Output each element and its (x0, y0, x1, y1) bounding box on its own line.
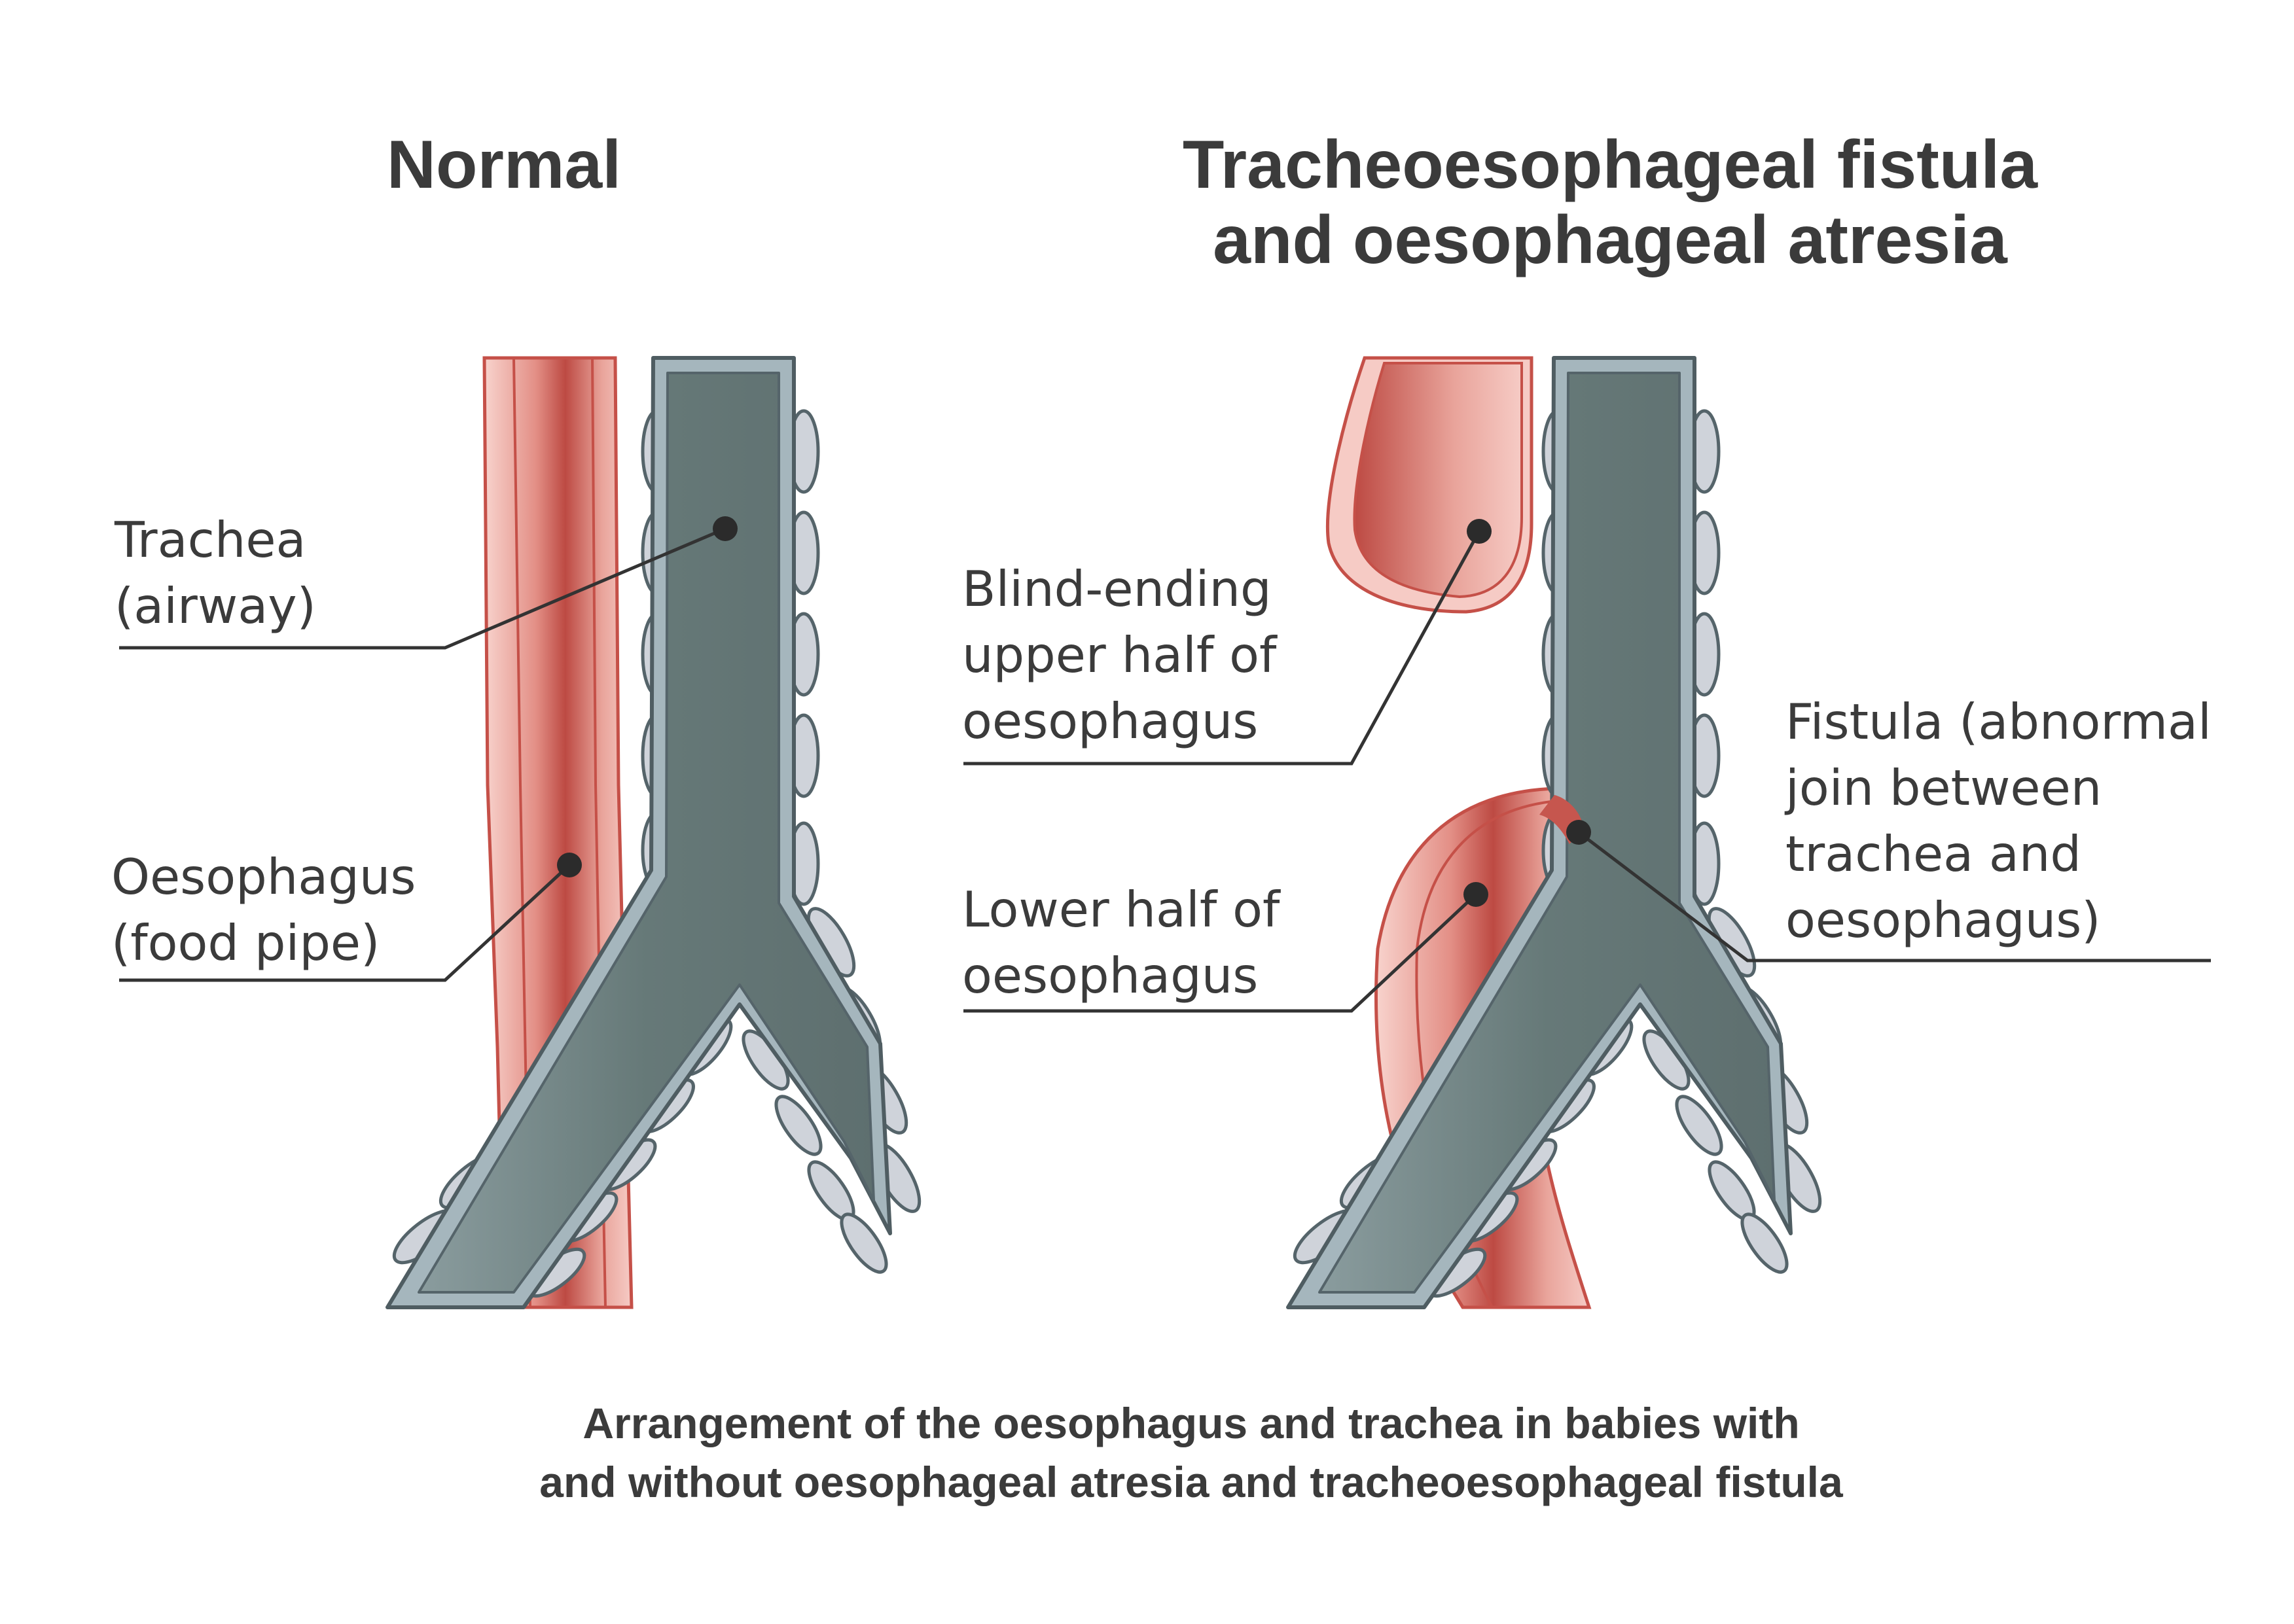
trachea-label-line-2: (airway) (115, 573, 316, 639)
upper-half-label-line-3: oesophagus (962, 688, 1276, 754)
upper-half-label: Blind-ending upper half of oesophagus (962, 556, 1276, 754)
upper-half-label-line-1: Blind-ending (962, 556, 1276, 622)
fistula-label: Fistula (abnormal join between trachea a… (1785, 689, 2212, 953)
condition-title-line-2: and oesophageal atresia (1113, 203, 2107, 278)
normal-trachea (387, 358, 928, 1307)
normal-title: Normal (275, 128, 733, 203)
condition-title-line-1: Tracheoesophageal fistula (1113, 128, 2107, 203)
trachea-label-line-1: Trachea (115, 507, 316, 573)
oesophagus-marker-dot (557, 853, 582, 877)
trachea-marker-dot (713, 516, 738, 541)
condition-title: Tracheoesophageal fistula and oesophagea… (1113, 128, 2107, 278)
fistula-label-line-3: trachea and (1785, 821, 2212, 887)
lower-half-label: Lower half of oesophagus (962, 877, 1280, 1009)
oesophagus-label-line-1: Oesophagus (111, 844, 416, 910)
figure-caption: Arrangement of the oesophagus and trache… (327, 1394, 2055, 1511)
fistula-label-line-1: Fistula (abnormal (1785, 689, 2212, 755)
upper-half-marker-dot (1467, 519, 1492, 544)
trachea-label: Trachea (airway) (115, 507, 316, 639)
oesophagus-label: Oesophagus (food pipe) (111, 844, 416, 976)
lower-half-marker-dot (1463, 882, 1488, 907)
upper-oesophagus-pouch (1327, 358, 1532, 612)
lower-half-label-line-1: Lower half of (962, 877, 1280, 943)
oesophagus-label-line-2: (food pipe) (111, 910, 416, 976)
upper-half-label-line-2: upper half of (962, 622, 1276, 688)
fistula-label-line-2: join between (1785, 755, 2212, 821)
lower-half-label-line-2: oesophagus (962, 943, 1280, 1009)
caption-line-2: and without oesophageal atresia and trac… (327, 1453, 2055, 1511)
caption-line-1: Arrangement of the oesophagus and trache… (327, 1394, 2055, 1453)
fistula-label-line-4: oesophagus) (1785, 887, 2212, 953)
fistula-marker-dot (1566, 820, 1591, 845)
